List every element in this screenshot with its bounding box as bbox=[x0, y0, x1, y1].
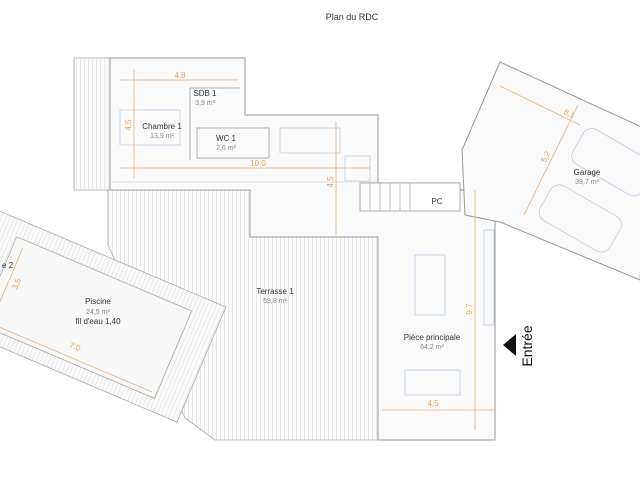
pool-basin bbox=[0, 236, 193, 399]
garage-name: Garage bbox=[574, 168, 601, 177]
terrasse1-area: 59,8 m² bbox=[263, 298, 287, 305]
sdb1-name: SDB 1 bbox=[193, 89, 217, 98]
furniture bbox=[119, 109, 495, 396]
piece-principale-name: Pièce principale bbox=[404, 333, 461, 342]
piece-principale-area: 64,2 m² bbox=[420, 344, 444, 351]
chambre1-area: 13,9 m² bbox=[150, 133, 174, 140]
dim-piscine-width: 3,5 bbox=[10, 277, 23, 291]
dim-north-length: 10,0 bbox=[250, 159, 266, 168]
garage-walls bbox=[461, 61, 640, 281]
dimension-lines bbox=[120, 70, 581, 430]
stairs bbox=[359, 182, 461, 212]
dim-sejour-depth: 4,5 bbox=[326, 176, 335, 188]
pc-name: PC bbox=[431, 197, 442, 206]
dim-piece-length: 9,7 bbox=[465, 303, 474, 315]
dim-piscine-length: 7,0 bbox=[68, 340, 82, 353]
wc1-area: 2,6 m² bbox=[216, 145, 237, 152]
entrance-label: Entrée bbox=[519, 325, 535, 366]
entrance-arrow-icon bbox=[503, 334, 516, 356]
terrasse1-name: Terrasse 1 bbox=[256, 287, 294, 296]
sdb1-area: 3,9 m² bbox=[195, 100, 216, 107]
side-deck bbox=[73, 57, 111, 191]
cut-room-label: e 2 bbox=[2, 261, 14, 270]
wc1-name: WC 1 bbox=[216, 134, 237, 143]
piscine-area: 24,5 m² bbox=[86, 309, 110, 316]
dim-chambre-depth: 4,5 bbox=[124, 119, 133, 131]
wc-walls bbox=[196, 127, 270, 159]
dim-piece-width: 4,5 bbox=[427, 399, 439, 408]
cars bbox=[538, 128, 640, 253]
piscine-group bbox=[0, 208, 227, 423]
piscine-note: fil d'eau 1,40 bbox=[75, 317, 121, 326]
piscine-name: Piscine bbox=[85, 297, 111, 306]
chambre1-name: Chambre 1 bbox=[142, 122, 182, 131]
plan-title: Plan du RDC bbox=[326, 12, 379, 22]
dim-chambre-width: 4,8 bbox=[174, 71, 186, 80]
garage-area: 39,7 m² bbox=[575, 179, 599, 186]
